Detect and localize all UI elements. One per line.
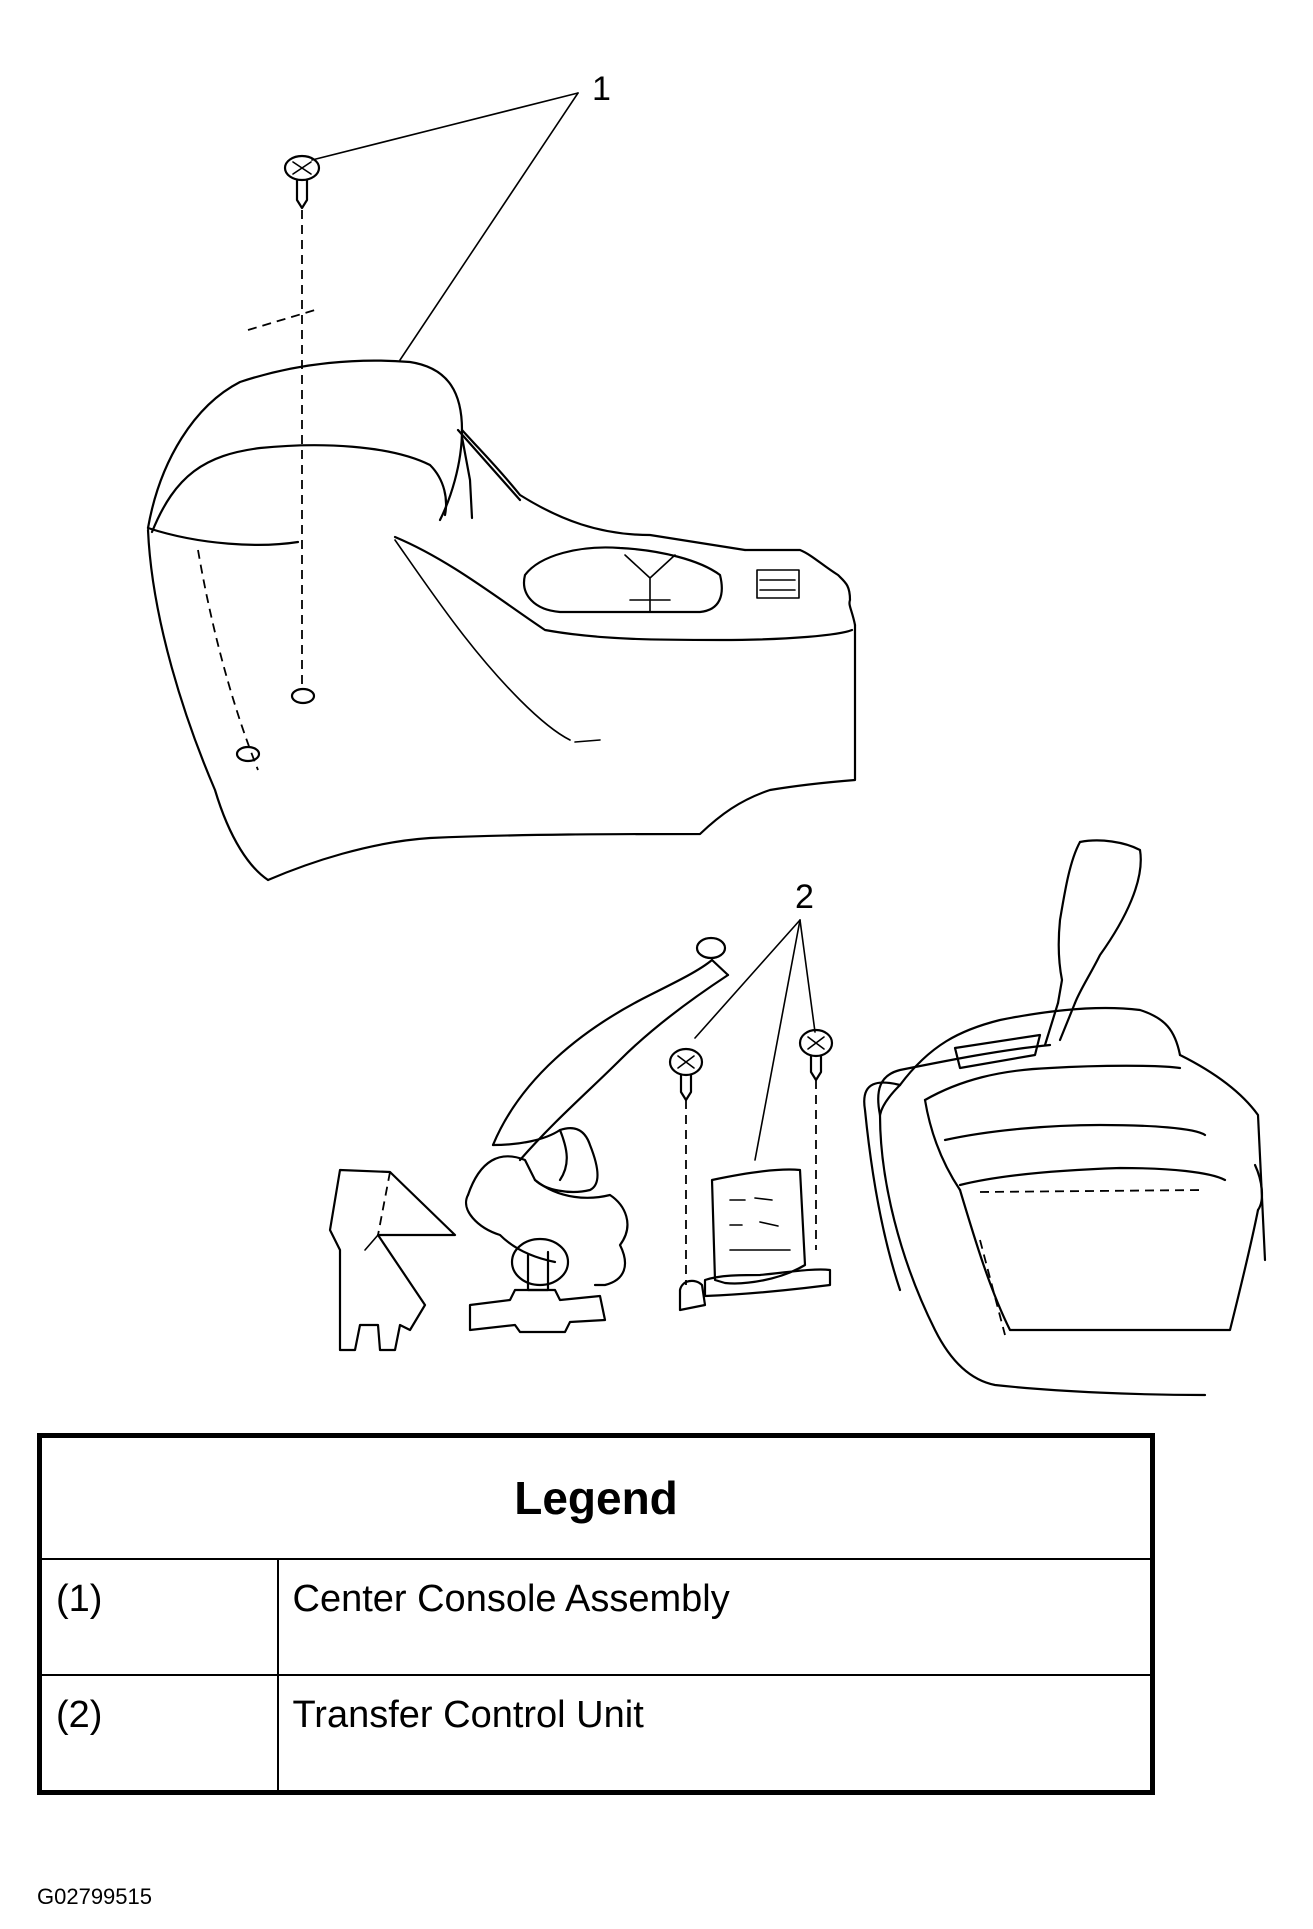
callout-2-number: 2 <box>795 878 814 916</box>
console-screw <box>283 154 321 210</box>
legend-description: Transfer Control Unit <box>292 1694 644 1736</box>
legend-description-cell: Transfer Control Unit <box>276 1674 1154 1794</box>
figure-id: G02799515 <box>37 1884 152 1909</box>
callout-1-number: 1 <box>592 70 611 108</box>
legend-table: Legend (1) Center Console Assembly (2) T… <box>37 1433 1155 1795</box>
legend-callout-cell: (1) <box>38 1558 279 1676</box>
callout-2-leader-lines <box>694 919 816 1161</box>
parking-brake-lever <box>465 936 730 1334</box>
transfer-control-unit <box>678 1168 832 1312</box>
legend-description-cell: Center Console Assembly <box>276 1558 1154 1676</box>
mounting-bracket <box>328 1168 457 1352</box>
legend-title: Legend <box>38 1434 1154 1560</box>
control-unit-screw-right <box>798 1028 834 1082</box>
legend-callout-cell: (2) <box>38 1674 279 1794</box>
legend-callout: (1) <box>56 1578 103 1620</box>
legend-description: Center Console Assembly <box>292 1578 730 1620</box>
center-console-assembly <box>146 359 857 882</box>
callout-1-leader-lines <box>311 92 579 361</box>
legend-row: (2) Transfer Control Unit <box>38 1674 1154 1794</box>
legend-callout: (2) <box>56 1694 103 1736</box>
console-front-dashed-line <box>247 309 316 331</box>
shifter-assembly <box>863 839 1267 1397</box>
control-unit-screw-left <box>668 1047 704 1102</box>
legend-header-row: Legend <box>38 1434 1154 1560</box>
exploded-view-illustration: 1 2 <box>146 70 1267 1397</box>
legend-row: (1) Center Console Assembly <box>38 1558 1154 1676</box>
